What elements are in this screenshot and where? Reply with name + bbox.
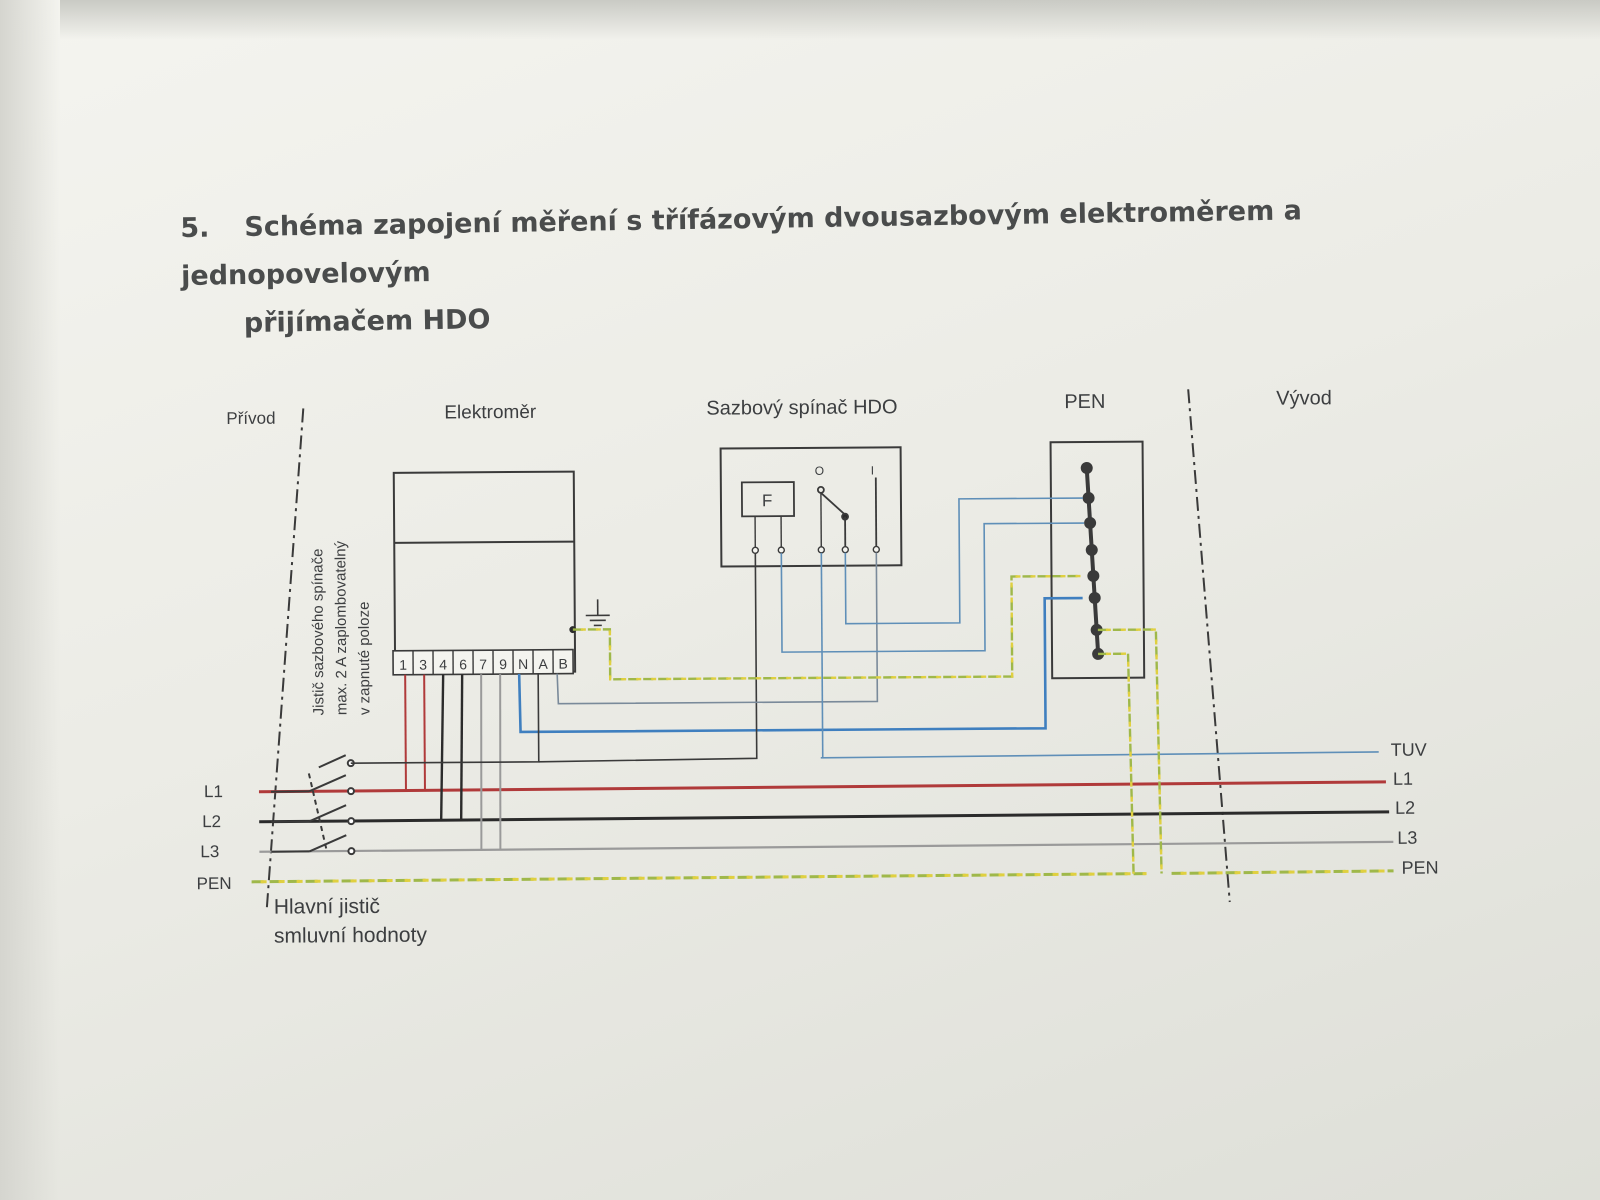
right-label-pen: PEN — [1401, 858, 1438, 878]
wire-hdo-o-tuv — [820, 552, 824, 758]
bus-tuv — [820, 751, 1379, 759]
bus-l3 — [259, 840, 1394, 853]
left-label-pen: PEN — [197, 874, 232, 893]
terminal-label: 7 — [479, 656, 487, 672]
switch-label-i: I — [871, 463, 874, 477]
wire-ground-green — [572, 574, 1083, 681]
jistic-breaker — [270, 754, 356, 856]
wire-pen-out-2-green — [1098, 652, 1135, 874]
left-label-l3: L3 — [200, 842, 219, 861]
wire-hdo-f-right — [780, 522, 1085, 653]
label-jistic-line-3: v zapnuté poloze — [356, 602, 374, 716]
elektromer-display-divider — [394, 540, 575, 544]
wire-t4-l2 — [439, 674, 445, 821]
ground-icon — [585, 599, 610, 627]
switch-label-o: O — [815, 464, 824, 478]
separator-privod — [265, 408, 305, 909]
wire-a-control — [350, 673, 540, 764]
right-label-l2: L2 — [1395, 798, 1415, 818]
pen-terminal-dots — [1080, 461, 1105, 660]
wire-ground-yellow — [572, 574, 1083, 681]
separator-vyvod — [1187, 389, 1231, 903]
label-elektromer: Elektroměr — [444, 402, 537, 424]
wire-t1-l1 — [404, 674, 407, 791]
wire-pen-out-1-yellow — [1097, 628, 1163, 874]
wire-b-hdo-i — [556, 552, 879, 705]
wire-hdo-common — [844, 497, 1083, 625]
wire-t3-l1 — [423, 674, 426, 791]
label-vyvod: Vývod — [1276, 387, 1332, 409]
relay-f-label: F — [762, 491, 773, 510]
hdo-switch-box — [719, 446, 903, 568]
wire-n-blue — [517, 596, 1083, 734]
label-privod: Přívod — [226, 409, 275, 428]
terminal-label: 1 — [399, 657, 407, 673]
elektromer-box — [392, 470, 577, 674]
pen-terminal-dot — [1085, 543, 1098, 556]
bus-l1 — [258, 780, 1386, 794]
pen-terminal-dot — [1082, 491, 1095, 504]
bus-pen-right-green — [1171, 869, 1394, 875]
left-label-l2: L2 — [202, 812, 221, 831]
right-label-tuv: TUV — [1391, 740, 1427, 760]
label-jistic-line-1: Jistič sazbového spínače — [309, 549, 327, 716]
wire-t6-l2 — [459, 674, 464, 821]
right-label-l1: L1 — [1393, 769, 1413, 789]
terminal-label: 6 — [459, 656, 467, 672]
terminal-label: 4 — [439, 656, 447, 672]
wire-pen-out-2-yellow — [1098, 652, 1135, 874]
hdo-switch-contact — [816, 477, 878, 548]
wire-hdo-f-left — [538, 553, 758, 763]
right-label-l3: L3 — [1397, 828, 1417, 848]
terminal-label: A — [538, 656, 548, 672]
wire-pen-out-1-green — [1097, 628, 1163, 874]
pen-terminal-dot — [1084, 516, 1097, 529]
pen-terminal-dot — [1080, 461, 1093, 474]
label-hlavni-jistic-1: Hlavní jistič — [274, 895, 380, 919]
label-hlavni-jistic-2: smluvní hodnoty — [274, 924, 428, 948]
terminal-strip — [392, 648, 574, 676]
page-shadow-top — [60, 0, 1600, 40]
page-shadow-left — [0, 0, 60, 1200]
label-pen-box: PEN — [1064, 391, 1105, 413]
bus-pen-left-yellow — [260, 872, 1147, 884]
relay-f-box — [740, 481, 795, 518]
label-jistic-line-2: max. 2 A zaplombovatelný — [332, 540, 350, 715]
terminal-label: 9 — [499, 656, 507, 672]
pen-terminal-dot — [1087, 569, 1100, 582]
pen-terminal-dot — [1090, 623, 1103, 636]
bus-pen-left-green — [251, 872, 1147, 884]
pen-box — [1049, 440, 1146, 680]
terminal-label: N — [518, 656, 528, 672]
left-label-l1: L1 — [204, 782, 223, 801]
pen-terminal-dot — [1088, 591, 1101, 604]
bus-l2 — [259, 810, 1390, 824]
terminal-label: 3 — [419, 657, 427, 673]
label-sazbovy-spinac: Sazbový spínač HDO — [706, 396, 897, 419]
terminal-label: B — [558, 656, 567, 672]
